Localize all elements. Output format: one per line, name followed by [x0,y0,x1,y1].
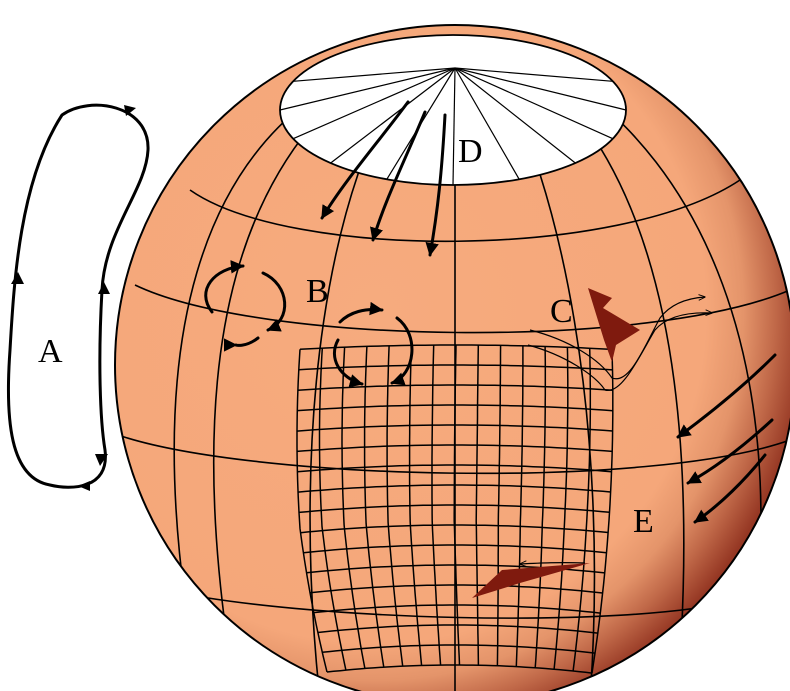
inflow-arrows-e [676,353,777,524]
fine-mesh-grid [296,344,614,674]
label-a: A [38,333,63,370]
label-e: E [633,503,654,540]
feature-c [527,288,712,391]
convection-cell-right [332,301,414,388]
label-b: B [306,273,329,310]
feature-lower [472,563,590,598]
sun-sphere [114,24,790,691]
loop-arrow-a [6,103,150,491]
convection-cell-left [204,260,287,352]
label-d: D [458,133,483,170]
label-c: C [550,293,573,330]
polar-outflow-arrows [320,100,447,257]
